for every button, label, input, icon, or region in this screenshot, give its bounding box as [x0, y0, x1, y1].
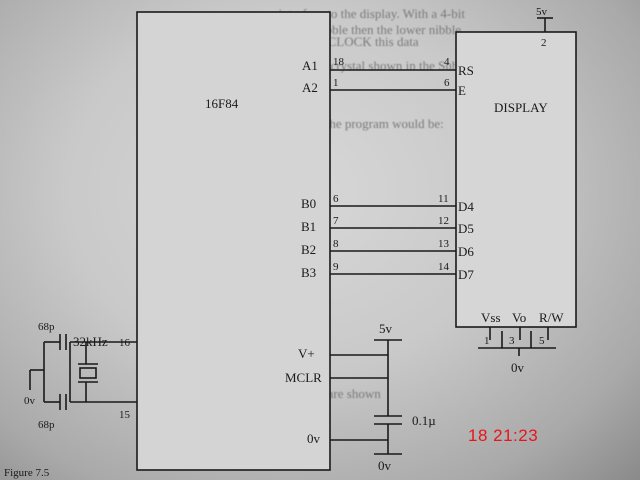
- mcu-label-b0: B0: [301, 196, 316, 211]
- mcu-pin-1: 1: [333, 77, 339, 89]
- display-name: DISPLAY: [494, 100, 548, 115]
- figure-label: Figure 7.5: [4, 467, 50, 479]
- osc-pin-16: 16: [119, 337, 131, 349]
- mcu-label-b2: B2: [301, 242, 316, 257]
- chip-name: 16F84: [205, 96, 239, 111]
- osc-ground-label: 0v: [24, 395, 36, 407]
- lcd-label-d4: D4: [458, 199, 474, 214]
- lcd-pin-11: 11: [438, 193, 449, 205]
- label-vplus: V+: [298, 346, 315, 361]
- label-0v: 0v: [307, 431, 321, 446]
- display-supply-label: 5v: [536, 6, 548, 18]
- mcu-label-a2: A2: [302, 80, 318, 95]
- mcu-pin-9: 9: [333, 261, 339, 273]
- ground-label: 0v: [378, 458, 392, 473]
- cap-01u-label: 0.1µ: [412, 413, 436, 428]
- mcu-pin-7: 7: [333, 215, 339, 227]
- lcd-bottom-pin-1: 1: [484, 335, 490, 347]
- lcd-label-d6: D6: [458, 244, 474, 259]
- lcd-label-rw: R/W: [539, 310, 564, 325]
- lcd-pin-6: 6: [444, 77, 450, 89]
- cap-bottom-label: 68p: [38, 419, 55, 431]
- lcd-pin-12: 12: [438, 215, 449, 227]
- mcu-pin-6: 6: [333, 193, 339, 205]
- display-supply-pin: 2: [541, 37, 547, 49]
- mcu-pin-18: 18: [333, 56, 345, 68]
- lcd-bottom-pin-5: 5: [539, 335, 545, 347]
- mcu-label-a1: A1: [302, 58, 318, 73]
- label-mclr: MCLR: [285, 370, 322, 385]
- lcd-pin-14: 14: [438, 261, 450, 273]
- display-body: [455, 31, 577, 328]
- lcd-pin-13: 13: [438, 238, 450, 250]
- mcu-pin-8: 8: [333, 238, 339, 250]
- lcd-label-e: E: [458, 83, 466, 98]
- lcd-label-vss: Vss: [481, 310, 501, 325]
- lcd-label-d7: D7: [458, 267, 474, 282]
- supply-5v-label: 5v: [379, 321, 393, 336]
- chip-16f84-body: [136, 11, 331, 471]
- cap-top-label: 68p: [38, 321, 55, 333]
- lcd-label-rs: RS: [458, 63, 474, 78]
- crystal-body: [79, 367, 97, 379]
- lcd-label-vo: Vo: [512, 310, 526, 325]
- lcd-bottom-pin-3: 3: [509, 335, 515, 347]
- lcd-pin-4: 4: [444, 56, 450, 68]
- osc-pin-15: 15: [119, 409, 131, 421]
- crystal-label: 32kHz: [73, 334, 108, 349]
- lcd-label-d5: D5: [458, 221, 474, 236]
- lcd-ground-label: 0v: [511, 360, 525, 375]
- mcu-label-b1: B1: [301, 219, 316, 234]
- mcu-label-b3: B3: [301, 265, 316, 280]
- timestamp-stamp: 18 21:23: [468, 426, 539, 445]
